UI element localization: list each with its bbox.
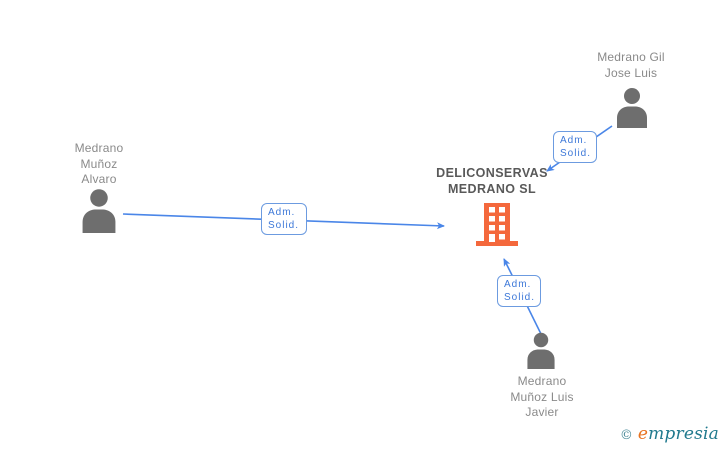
person-name-line: Javier — [525, 405, 559, 419]
person-name-line: Muñoz Luis — [510, 389, 574, 404]
company-name-line: MEDRANO SL — [447, 182, 537, 196]
edge-label-adm-solid-alvaro: Adm. Solid. — [261, 203, 307, 235]
person-icon — [612, 86, 652, 133]
person-icon — [76, 187, 122, 238]
person-icon — [522, 331, 560, 374]
copyright-icon: © — [619, 428, 633, 443]
company-name-line: DELICONSERVAS — [436, 166, 548, 180]
person-node-medrano-munoz-luis-javier[interactable]: Medrano Muñoz Luis Javier — [472, 374, 612, 421]
brand-rest: mpresia — [648, 424, 719, 444]
edge-label-adm-solid-javier: Adm. Solid. — [497, 275, 541, 307]
brand-first-letter: e — [637, 424, 649, 444]
building-icon — [476, 203, 518, 251]
edge-label-adm-solid-gil: Adm. Solid. — [553, 131, 597, 163]
person-name-line: Muñoz — [80, 156, 118, 171]
person-name-line: Alvaro — [81, 172, 117, 186]
edge-label-line: Solid. — [504, 292, 536, 303]
person-name-line: Medrano Gil — [597, 50, 665, 64]
brand-wordmark: empresia — [638, 424, 719, 444]
edge-label-line: Solid. — [268, 220, 300, 231]
person-name-line: Medrano — [74, 141, 124, 155]
edge-label-line: Solid. — [560, 148, 592, 159]
edge-label-line: Adm. — [268, 207, 296, 218]
person-node-medrano-gil-jose-luis[interactable]: Medrano Gil Jose Luis — [561, 50, 701, 81]
edge-label-line: Adm. — [504, 279, 532, 290]
person-name-line: Medrano — [517, 374, 567, 388]
empresia-logo[interactable]: © empresia — [620, 424, 719, 444]
edge-label-line: Adm. — [560, 135, 588, 146]
person-name-line: Jose Luis — [604, 65, 658, 80]
person-node-medrano-munoz-alvaro[interactable]: Medrano Muñoz Alvaro — [29, 141, 169, 188]
company-node-deliconservas-medrano-sl[interactable]: DELICONSERVAS MEDRANO SL — [417, 165, 567, 197]
